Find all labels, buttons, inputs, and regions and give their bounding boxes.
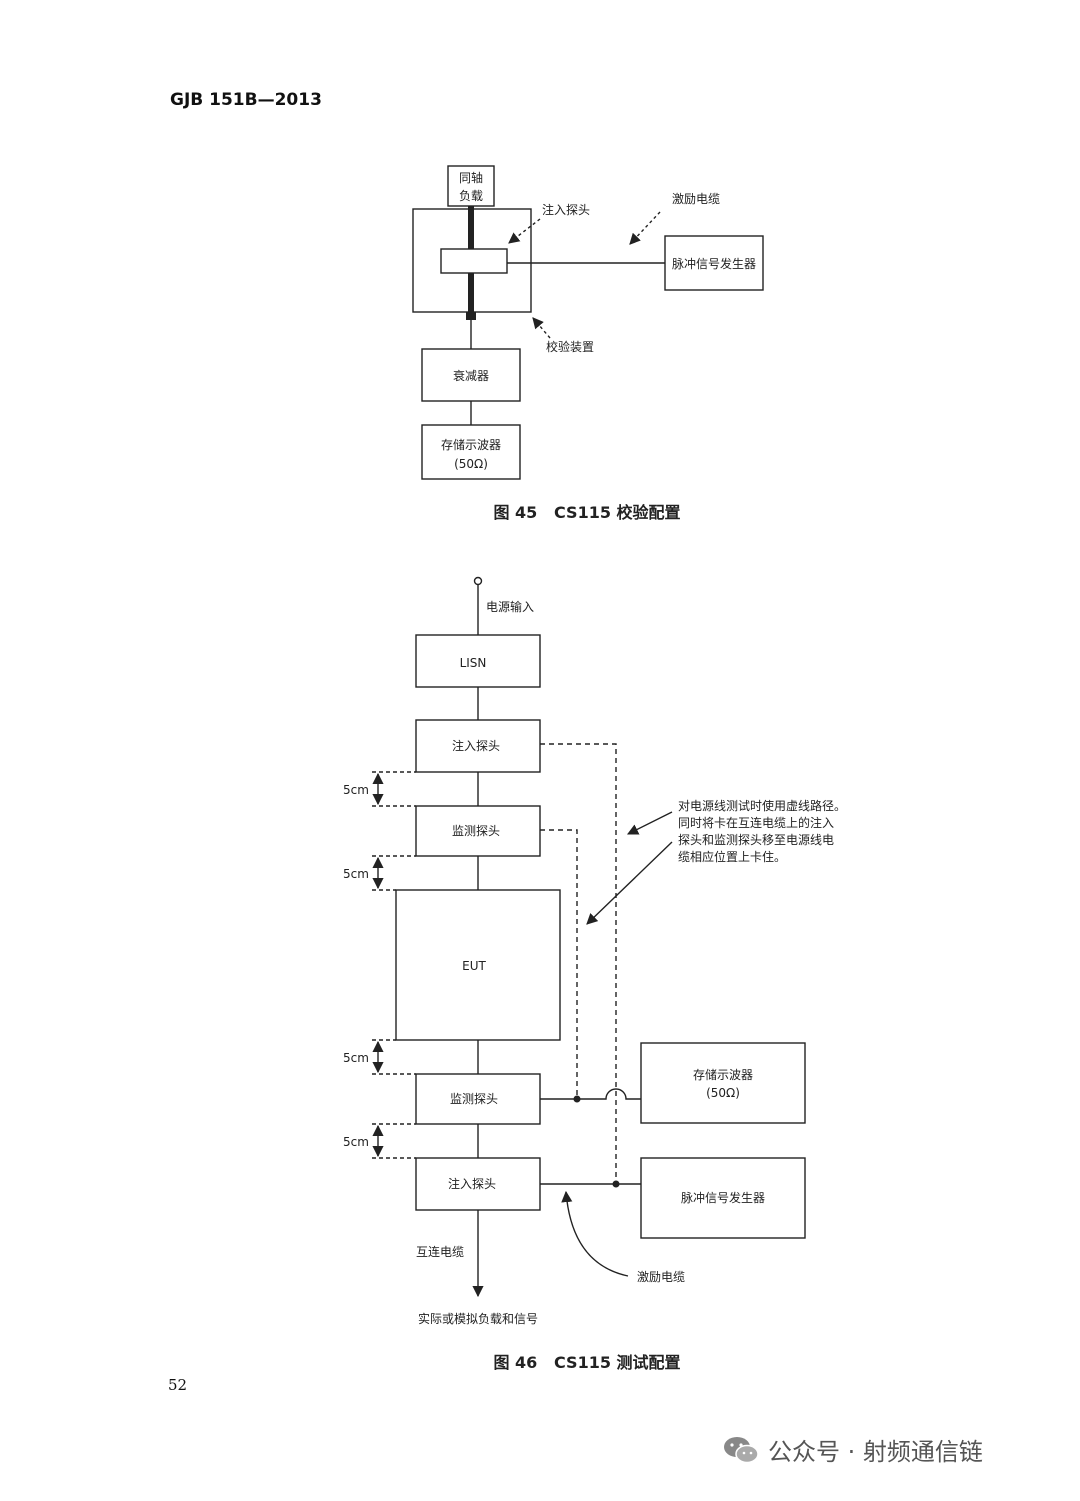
drive-cable-46-label: 激励电缆 [637, 1270, 685, 1284]
drive-cable-46-arrow [561, 1190, 629, 1277]
note-line-1: 对电源线测试时使用虚线路径。 [678, 798, 846, 813]
figure-46: 电源输入 LISN 注入探头 5cm 监测探头 5cm EUT 5cm [343, 576, 846, 1372]
calibration-fixture-pointer [532, 317, 551, 339]
eut-label: EUT [462, 959, 486, 973]
drive-cable-pointer [629, 211, 661, 245]
junction-dot-scope [573, 1095, 581, 1103]
injection-probe-bottom-label: 注入探头 [448, 1176, 496, 1191]
injection-probe-top-label: 注入探头 [452, 738, 500, 753]
oscilloscope-label-2: (50Ω) [454, 457, 488, 471]
note-arrow-2 [586, 841, 673, 925]
oscilloscope-box [421, 424, 521, 480]
lisn-label: LISN [460, 656, 487, 670]
spacing-label-1: 5cm [343, 783, 369, 797]
note-line-4: 缆相应位置上卡住。 [678, 849, 786, 864]
injection-probe-label: 注入探头 [542, 202, 590, 217]
note-arrow-1 [626, 811, 673, 835]
oscilloscope-box-46 [640, 1042, 806, 1124]
pulse-generator-box-46 [640, 1157, 806, 1239]
oscilloscope-46-label-1: 存储示波器 [693, 1067, 753, 1082]
oscilloscope-label-1: 存储示波器 [441, 437, 501, 452]
wechat-icon [724, 1436, 759, 1463]
pulse-generator-box [664, 235, 764, 291]
injection-probe-box [440, 248, 508, 274]
spacing-label-4: 5cm [343, 1135, 369, 1149]
document-id: GJB 151B—2013 [170, 90, 322, 110]
calibration-fixture-label: 校验装置 [546, 339, 594, 354]
injection-probe-pointer [508, 218, 541, 244]
figure-45: 同轴 负载 脉冲信号发生器 注入探头 激励电缆 校验装置 衰减器 存储示波器 (… [412, 165, 764, 522]
monitor-probe-top-label: 监测探头 [452, 824, 500, 838]
power-input-label: 电源输入 [486, 599, 534, 614]
watermark: 公众号 · 射频通信链 [722, 1432, 983, 1467]
spacing-label-3: 5cm [343, 1051, 369, 1065]
pulse-generator-46-label: 脉冲信号发生器 [681, 1190, 765, 1205]
fixture-connector [466, 312, 476, 320]
coax-load-label-1: 同轴 [459, 170, 483, 185]
interconnect-cable-label: 互连电缆 [416, 1244, 464, 1259]
pulse-generator-label: 脉冲信号发生器 [672, 256, 756, 271]
figure-46-caption: 图 46 CS115 测试配置 [493, 1353, 680, 1372]
spacing-label-2: 5cm [343, 867, 369, 881]
attenuator-label: 衰减器 [453, 368, 489, 383]
note-line-2: 同时将卡在互连电缆上的注入 [678, 815, 834, 830]
coax-load-label-2: 负载 [459, 189, 483, 203]
figure-45-caption: 图 45 CS115 校验配置 [493, 503, 680, 522]
note-line-3: 探头和监测探头移至电源线电 [678, 833, 834, 847]
watermark-text: 公众号 · 射频通信链 [768, 1438, 983, 1466]
dashed-path-monitor [540, 829, 578, 1099]
drive-cable-label: 激励电缆 [672, 192, 720, 206]
oscilloscope-46-label-2: (50Ω) [706, 1086, 740, 1100]
load-signal-label: 实际或模拟负载和信号 [418, 1311, 538, 1326]
dashed-path-injection [540, 743, 617, 1184]
power-input-terminal [473, 576, 483, 586]
page-number: 52 [168, 1376, 188, 1394]
monitor-to-scope-line [540, 1088, 641, 1100]
monitor-probe-bottom-label: 监测探头 [450, 1092, 498, 1106]
